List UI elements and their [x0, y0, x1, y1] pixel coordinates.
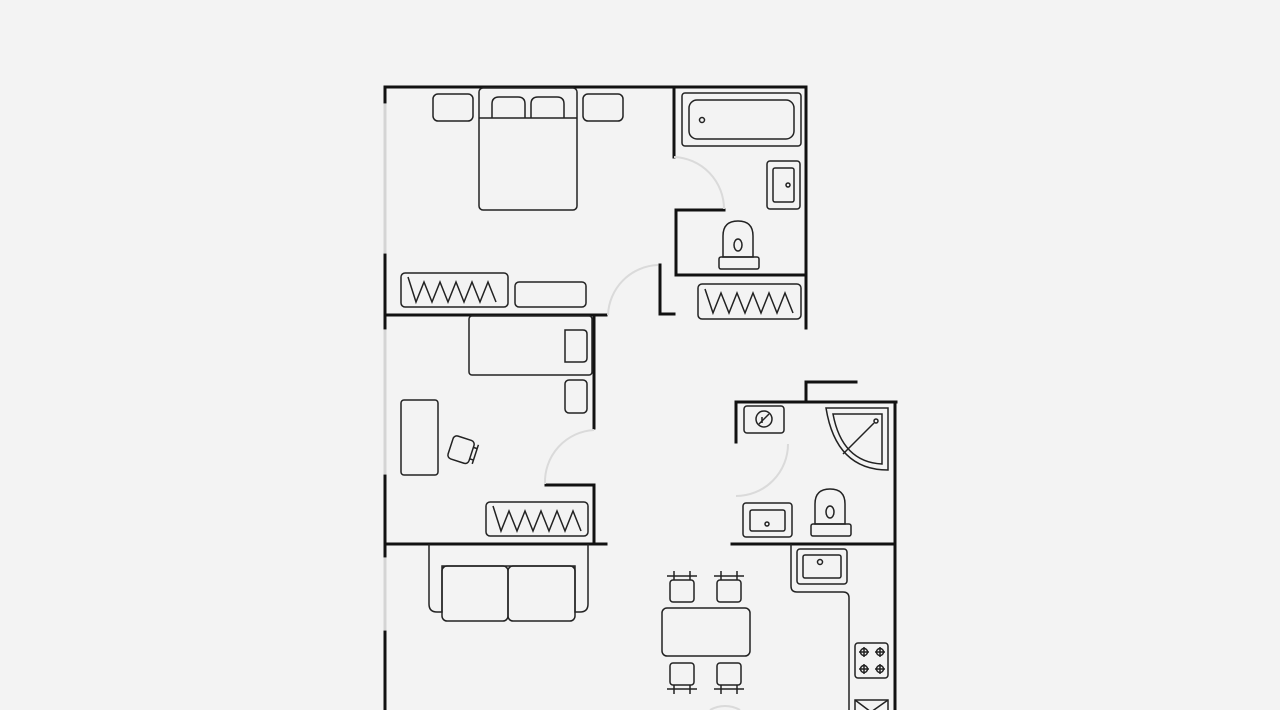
nightstand-icon — [564, 379, 588, 414]
office-chair-icon — [447, 435, 480, 465]
door-swing-living — [709, 705, 741, 710]
kitchen — [790, 544, 889, 710]
dining-chair-icon — [667, 571, 697, 603]
boiler-icon — [743, 405, 785, 434]
dining-chair-icon — [714, 571, 744, 603]
door-swing-study — [543, 429, 595, 485]
sofa-icon — [428, 544, 589, 622]
stove-icon — [854, 642, 889, 679]
doors — [543, 156, 789, 710]
study-bedroom — [400, 315, 593, 537]
door-swing-bathroom — [673, 156, 725, 210]
desk-icon — [400, 399, 439, 476]
kitchen-sink-icon — [796, 548, 848, 585]
bathroom — [681, 92, 802, 320]
wardrobe-icon — [485, 501, 589, 537]
wc — [742, 405, 889, 538]
single-bed-icon — [468, 315, 593, 376]
door-swing-bedroom — [607, 264, 659, 316]
wardrobe-icon — [697, 283, 802, 320]
dining-chair-icon — [667, 662, 697, 694]
door-swing-wc — [735, 443, 789, 497]
washbasin-icon — [742, 502, 793, 538]
dining-table-icon — [661, 607, 751, 657]
double-bed-icon — [478, 87, 578, 211]
walls — [383, 85, 898, 710]
wall-wc-top — [804, 380, 858, 404]
bedroom — [400, 87, 624, 308]
dresser-icon — [514, 281, 587, 308]
dining-chair-icon — [714, 662, 744, 694]
wall-study-door-jamb — [544, 483, 596, 546]
shower-icon — [825, 407, 889, 471]
toilet-icon — [718, 220, 760, 270]
bathtub-icon — [681, 92, 802, 147]
wardrobe-icon — [400, 272, 509, 308]
kitchen-counter — [790, 544, 850, 710]
washbasin-icon — [766, 160, 801, 210]
nightstand-icon — [582, 93, 624, 122]
living-room — [428, 544, 751, 694]
toilet-icon — [810, 488, 852, 537]
nightstand-icon — [432, 93, 474, 122]
oven-icon — [854, 699, 889, 710]
wall-bathroom-inner — [674, 208, 808, 277]
